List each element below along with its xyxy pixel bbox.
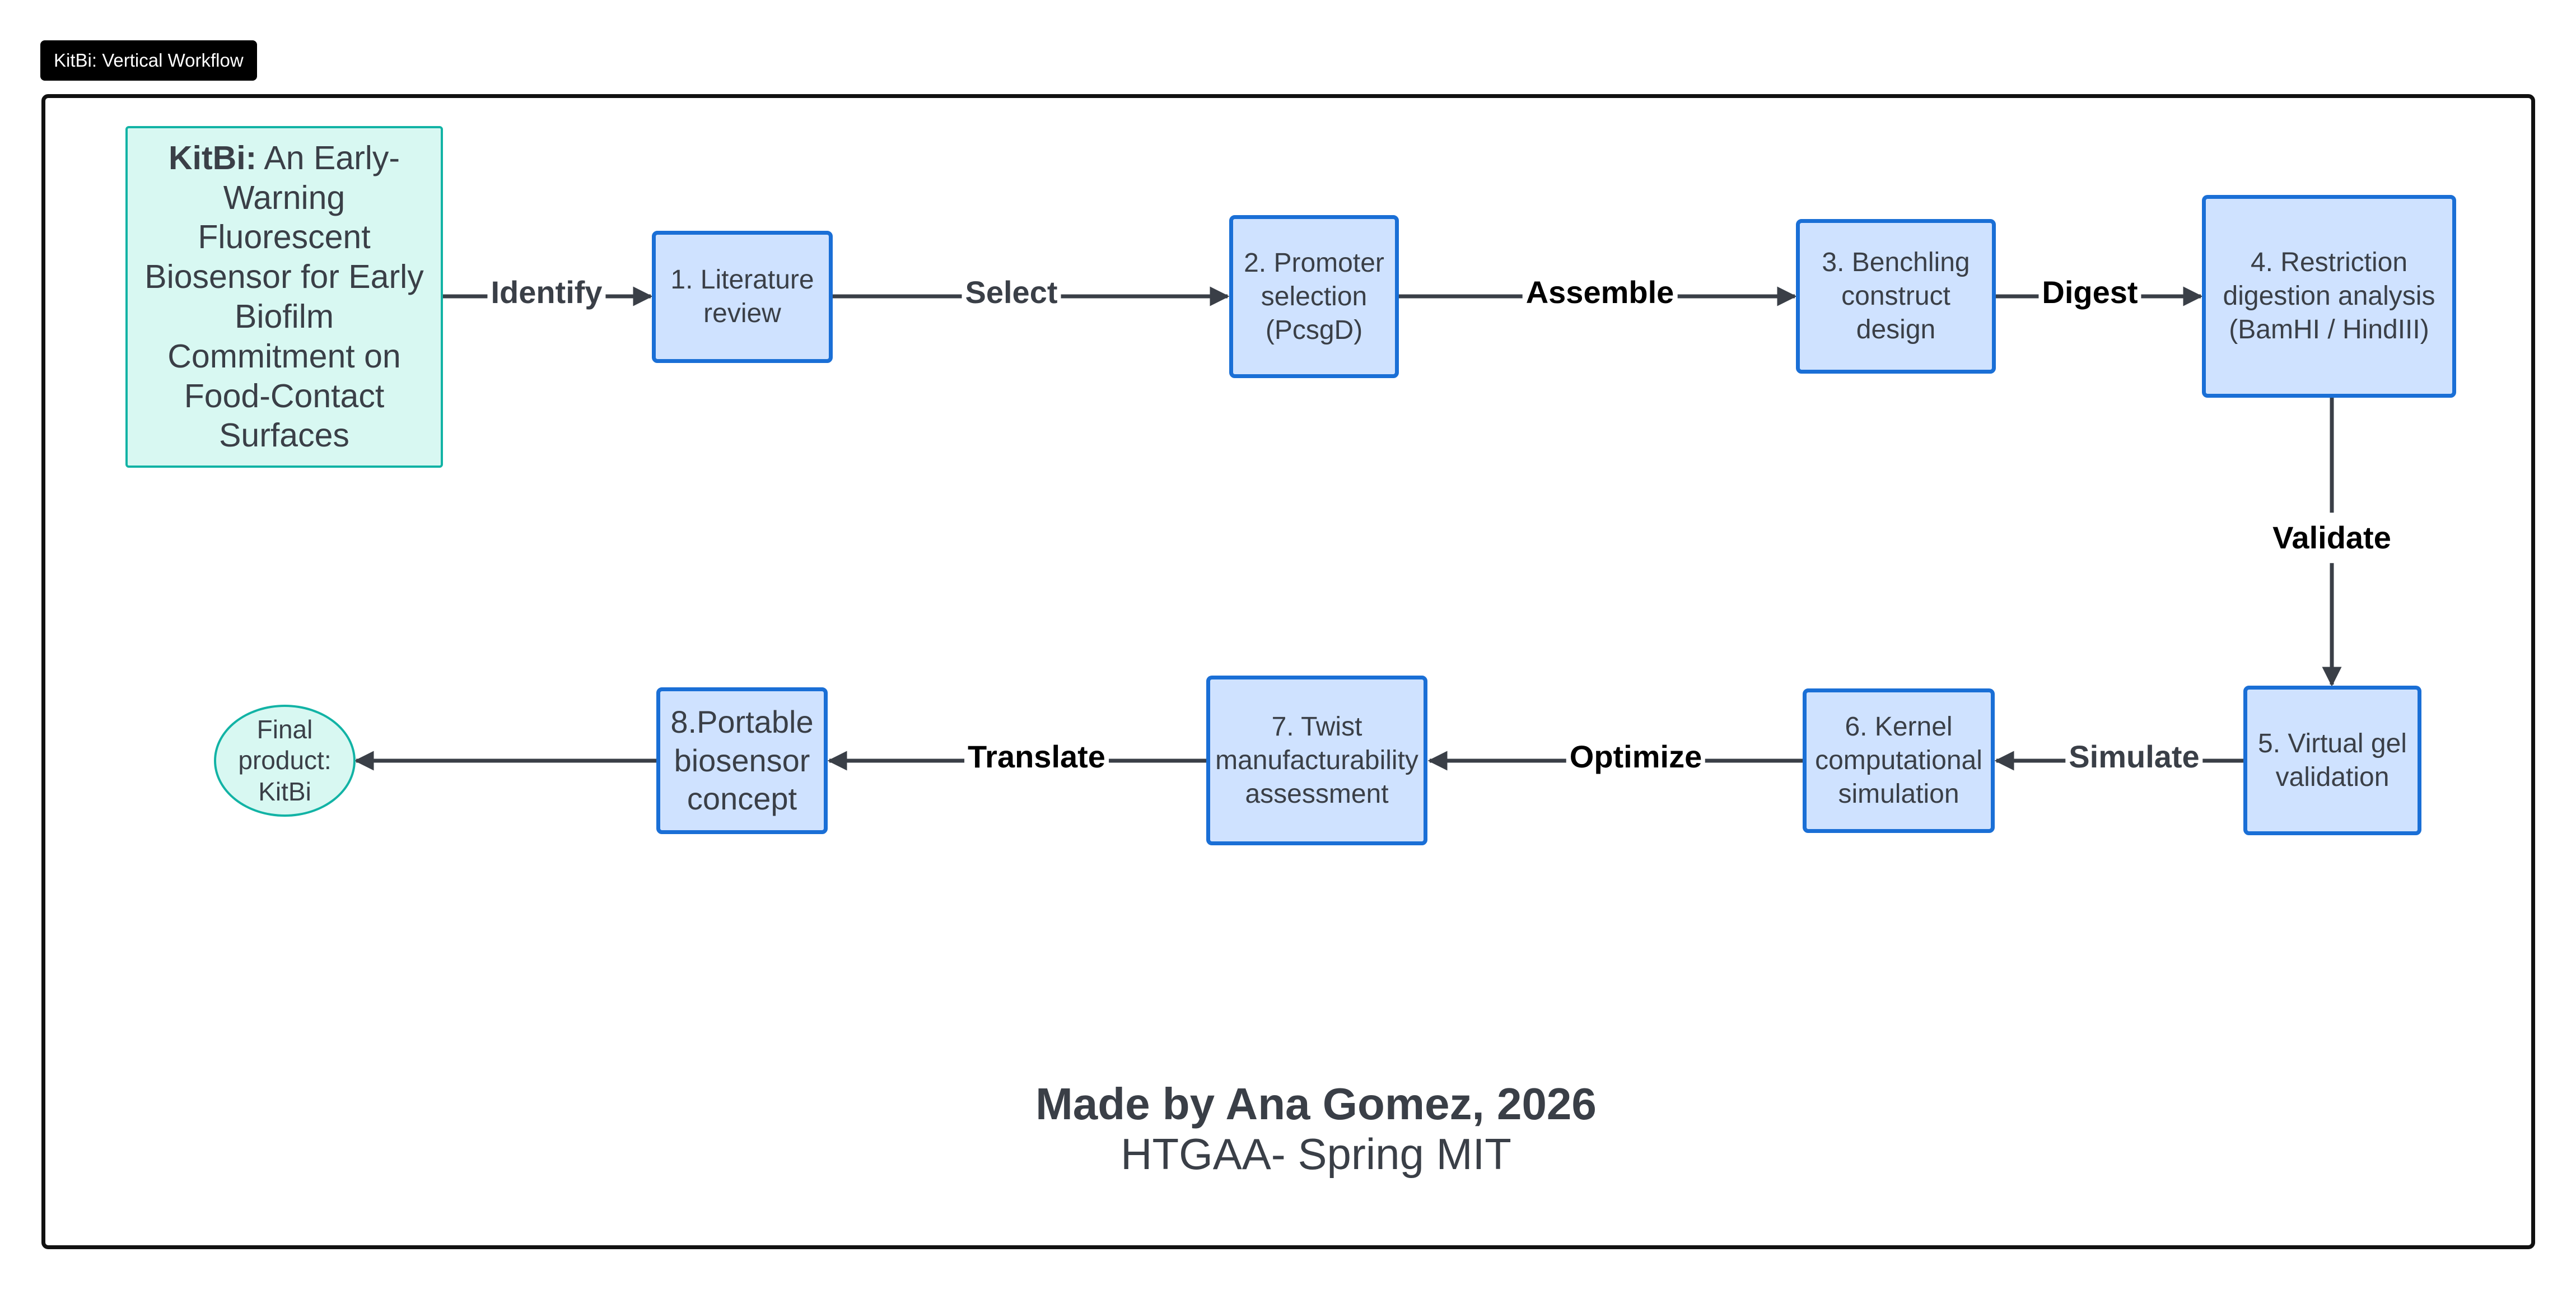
diagram-tab-label[interactable]: KitBi: Vertical Workflow <box>40 40 257 81</box>
step-label: 7. Twist manufacturability assessment <box>1215 711 1418 809</box>
final-product-label: Final product: KitBi <box>238 715 332 806</box>
step-restriction-digestion[interactable]: 4. Restriction digestion analysis (BamHI… <box>2202 195 2456 398</box>
step-portable-biosensor[interactable]: 8.Portable biosensor concept <box>656 687 828 834</box>
edge-label-validate: Validate <box>2269 513 2395 563</box>
edge-label-assemble: Assemble <box>1522 275 1678 310</box>
step-kernel-simulation[interactable]: 6. Kernel computational simulation <box>1803 688 1995 833</box>
step-label: 4. Restriction digestion analysis (BamHI… <box>2223 248 2435 345</box>
step-label: 3. Benchling construct design <box>1822 248 1970 345</box>
course-credit: HTGAA- Spring MIT <box>1121 1129 1511 1179</box>
final-product-node[interactable]: Final product: KitBi <box>214 705 356 817</box>
step-label: 2. Promoter selection (PcsgD) <box>1244 248 1384 345</box>
project-title-node[interactable]: KitBi: An Early-Warning Fluorescent Bios… <box>125 126 443 468</box>
project-title-bold: KitBi: <box>168 139 257 176</box>
edge-label-simulate: Simulate <box>2065 739 2203 774</box>
step-label: 5. Virtual gel validation <box>2258 728 2407 792</box>
edge-label-digest: Digest <box>2038 275 2141 310</box>
edge-label-optimize: Optimize <box>1566 739 1706 774</box>
step-benchling-design[interactable]: 3. Benchling construct design <box>1796 219 1996 374</box>
edge-label-translate: Translate <box>964 739 1109 774</box>
step-virtual-gel[interactable]: 5. Virtual gel validation <box>2243 686 2421 835</box>
step-twist-assessment[interactable]: 7. Twist manufacturability assessment <box>1206 676 1427 845</box>
step-literature-review[interactable]: 1. Literature review <box>652 231 833 363</box>
project-title-description: An Early-Warning Fluorescent Biosensor f… <box>144 139 424 454</box>
edge-label-identify: Identify <box>487 275 606 310</box>
step-label: 6. Kernel computational simulation <box>1815 712 1982 809</box>
project-title-text: KitBi: An Early-Warning Fluorescent Bios… <box>139 138 430 455</box>
edge-label-select: Select <box>962 275 1061 310</box>
step-label: 8.Portable biosensor concept <box>670 704 814 817</box>
author-credit: Made by Ana Gomez, 2026 <box>1035 1079 1597 1129</box>
step-label: 1. Literature review <box>670 265 814 328</box>
diagram-frame <box>41 94 2535 1249</box>
step-promoter-selection[interactable]: 2. Promoter selection (PcsgD) <box>1229 215 1399 378</box>
